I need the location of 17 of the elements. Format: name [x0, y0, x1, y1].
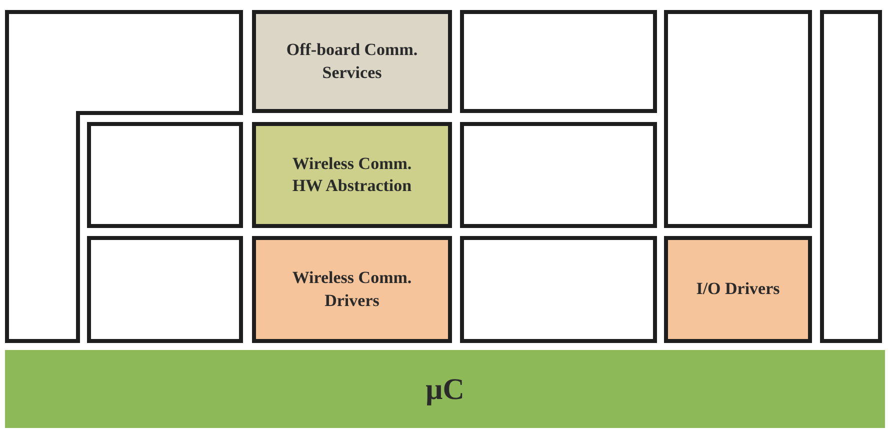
layer-box: [252, 122, 452, 228]
empty-layer-box: [87, 122, 243, 228]
layer-box: [252, 236, 452, 343]
empty-layer-box: [460, 236, 657, 343]
layer-label: Off-board Comm. Services: [285, 39, 419, 84]
microcontroller-bar: [5, 350, 885, 428]
empty-layer-box: [460, 122, 657, 228]
layer-box: [664, 236, 812, 343]
empty-layer-box: [87, 236, 243, 343]
empty-layer-box: [820, 10, 882, 343]
layer-label: I/O Drivers: [696, 278, 780, 300]
layer-box: [252, 10, 452, 113]
empty-layer-box: [664, 10, 812, 228]
layer-label: Wireless Comm. HW Abstraction: [291, 152, 413, 197]
empty-layer-box: [460, 10, 657, 113]
microcontroller-label: µC: [426, 372, 464, 408]
layer-label: Wireless Comm. Drivers: [291, 267, 413, 312]
